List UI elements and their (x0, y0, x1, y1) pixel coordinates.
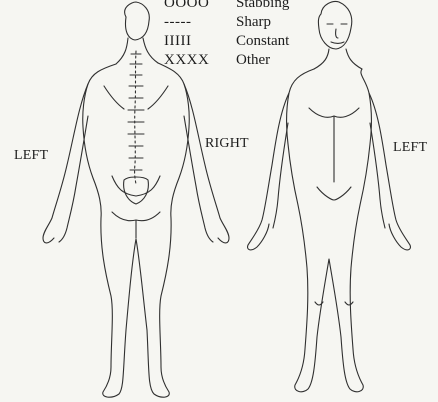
legend-label-other: Other (236, 51, 270, 70)
legend-label-constant: Constant (236, 32, 289, 51)
front-right-arm (369, 93, 410, 250)
legend-row-other: XXXX Other (164, 51, 304, 70)
legend-label-sharp: Sharp (236, 13, 271, 32)
back-left-label: LEFT (14, 148, 48, 164)
back-right-arm (184, 84, 229, 243)
legend-symbol-stabbing: OOOO (164, 0, 236, 13)
front-head (318, 2, 351, 50)
front-left-label: LEFT (393, 140, 427, 156)
front-knees (315, 302, 353, 305)
pain-legend: OOOO Stabbing ----- Sharp IIIII Constant… (164, 0, 304, 70)
back-spine (135, 51, 136, 184)
front-neck (314, 49, 362, 69)
front-face (327, 24, 347, 44)
back-head (125, 2, 150, 40)
legend-symbol-sharp: ----- (164, 13, 236, 32)
legend-row-sharp: ----- Sharp (164, 13, 304, 32)
legend-row-stabbing: OOOO Stabbing (164, 0, 304, 13)
legend-symbol-other: XXXX (164, 51, 236, 70)
back-hips (112, 176, 160, 238)
front-chest (309, 108, 359, 200)
front-left-arm (248, 93, 289, 250)
legend-symbol-constant: IIIII (164, 32, 236, 51)
back-neck (116, 38, 158, 64)
legend-label-stabbing: Stabbing (236, 0, 289, 13)
back-right-label: RIGHT (205, 136, 249, 152)
back-left-arm (43, 84, 88, 243)
legend-row-constant: IIIII Constant (164, 32, 304, 51)
